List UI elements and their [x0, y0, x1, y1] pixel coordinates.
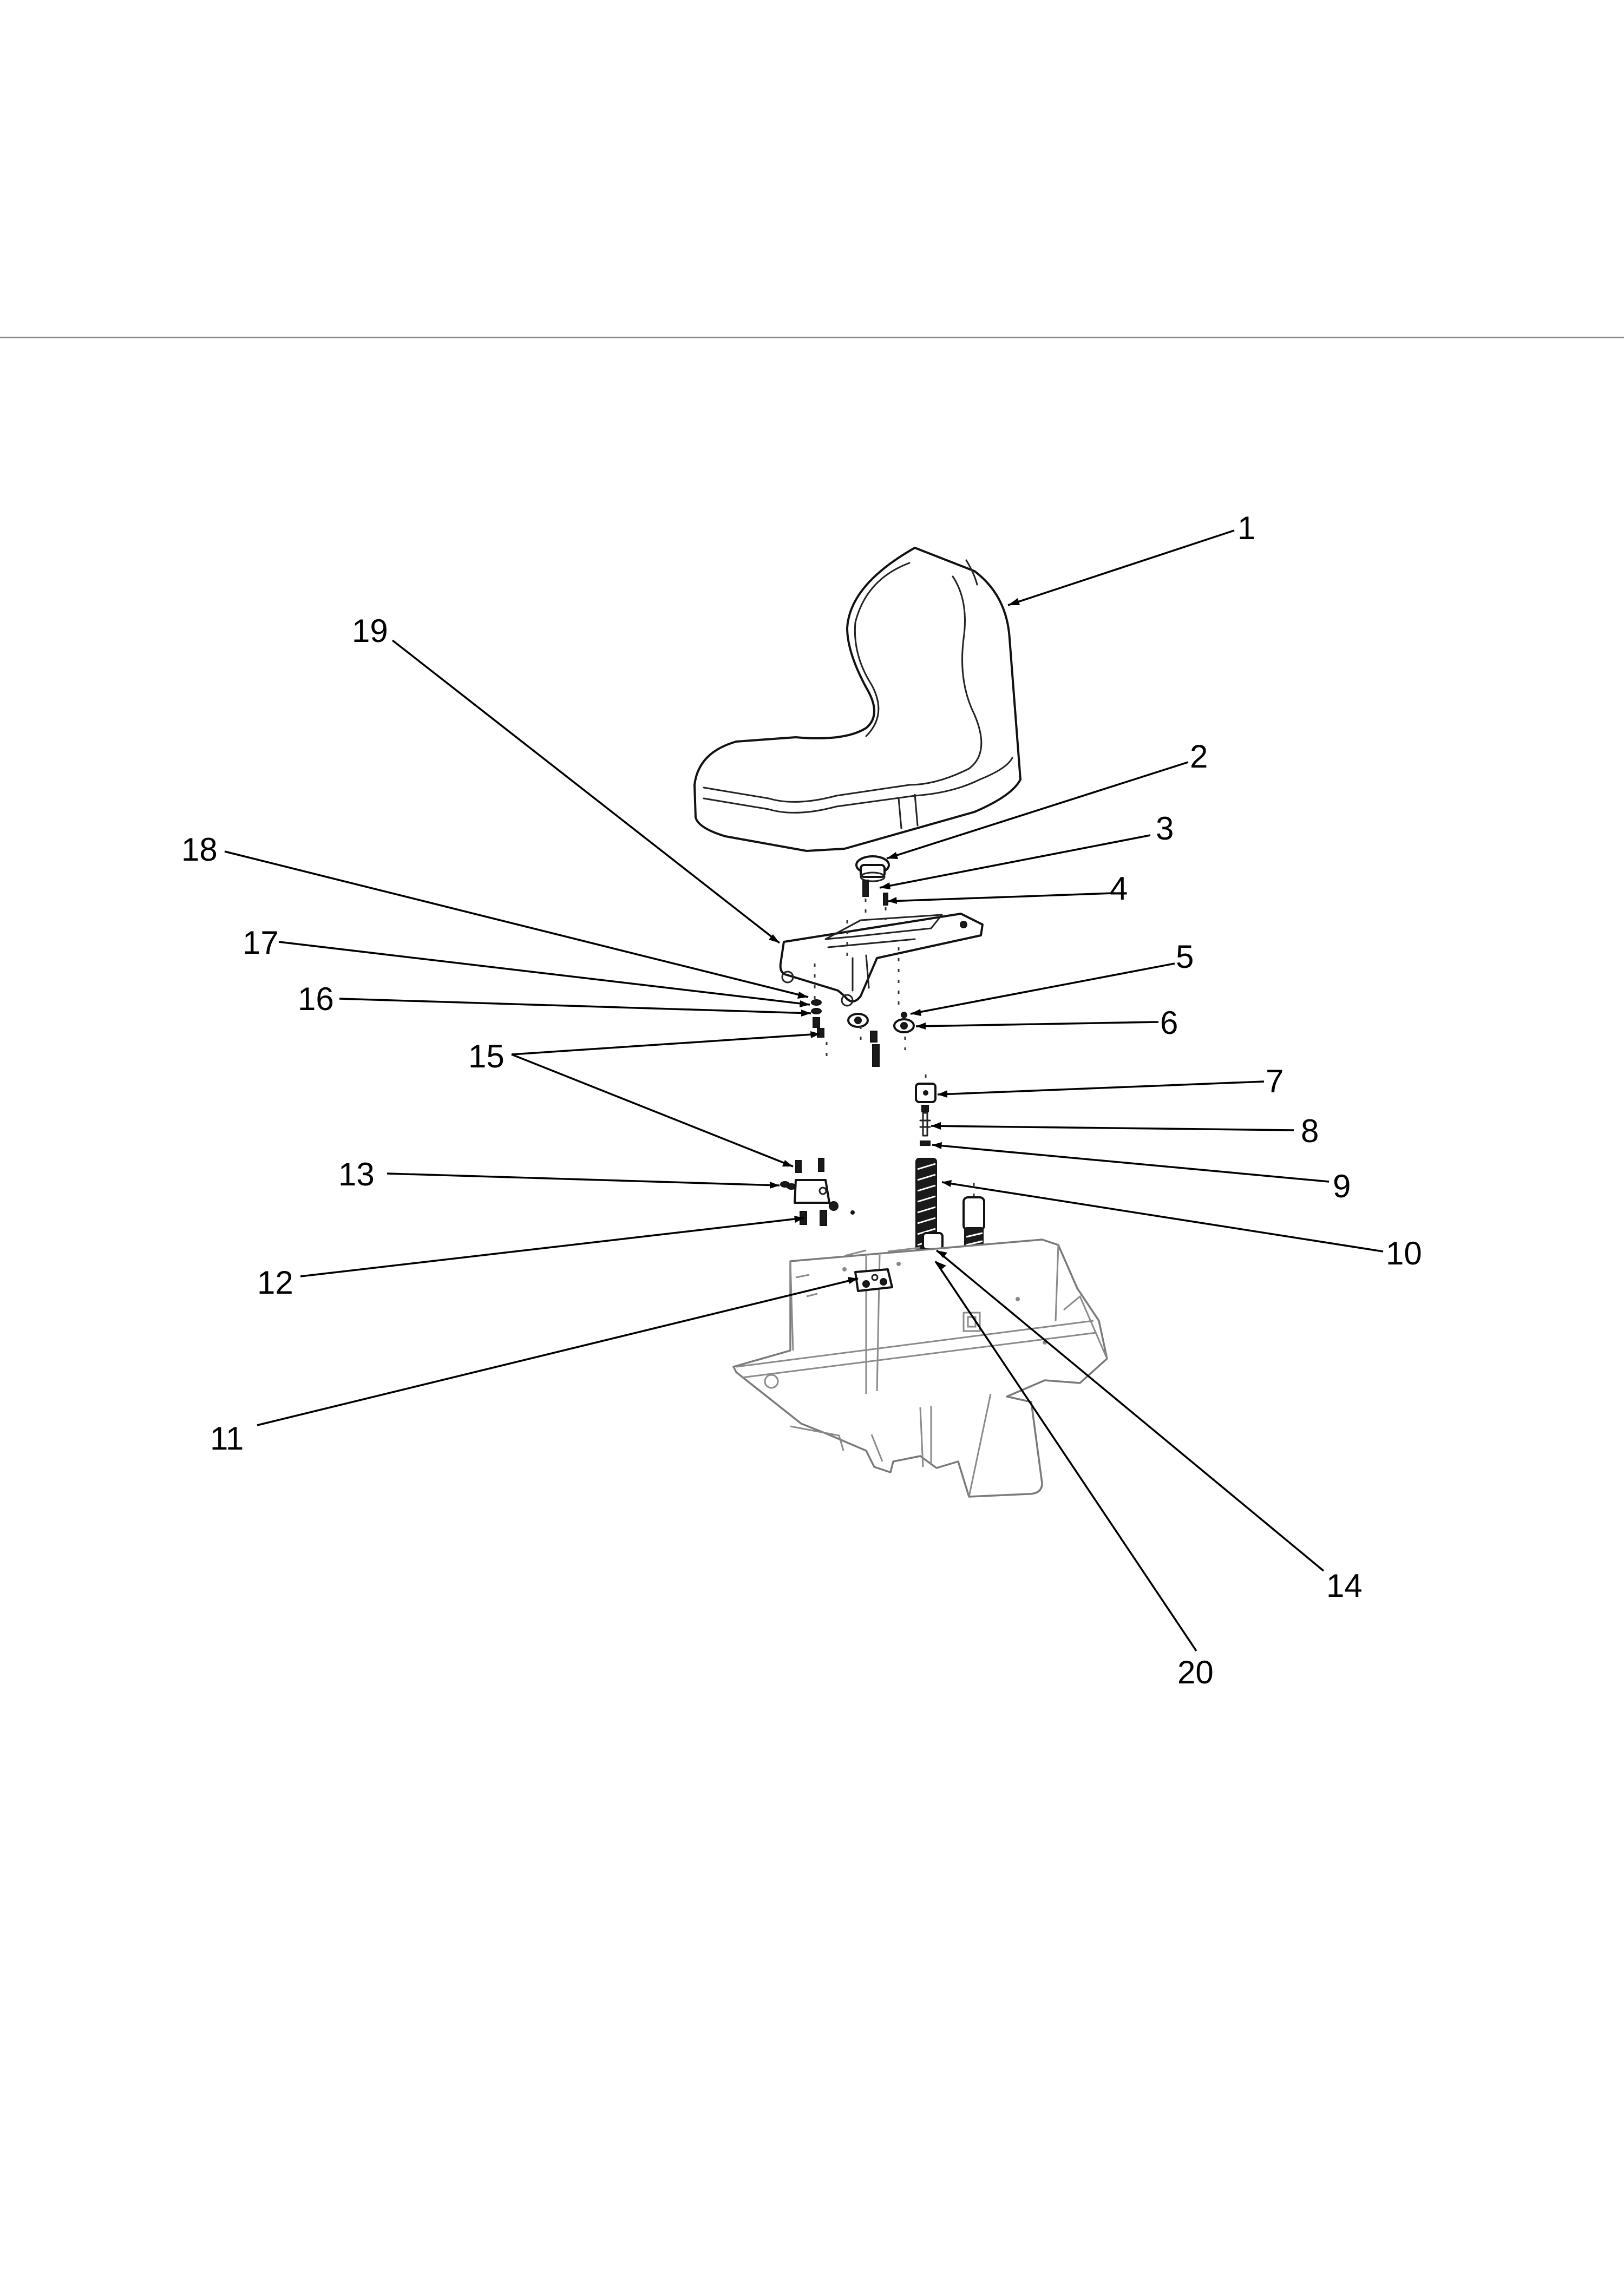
- callout-8: 8: [1301, 1113, 1319, 1149]
- callout-4: 4: [1110, 870, 1128, 907]
- callout-12: 12: [257, 1264, 293, 1301]
- callout-17: 17: [243, 925, 279, 961]
- callout-14: 14: [1326, 1568, 1363, 1604]
- seat-adjust-knob: [855, 855, 890, 882]
- callout-18: 18: [181, 831, 218, 868]
- callout-20: 20: [1177, 1654, 1214, 1690]
- knob-bolt: [862, 880, 869, 915]
- pin: [883, 893, 888, 920]
- horizontal-divider: [0, 337, 1624, 338]
- callout-9: 9: [1333, 1168, 1351, 1204]
- callout-11: 11: [210, 1420, 244, 1457]
- spring-washer: [920, 1141, 931, 1146]
- tractor-frame: [732, 1238, 1108, 1498]
- seat: [693, 547, 1021, 852]
- callout-6: 6: [1160, 1005, 1178, 1041]
- coil-spring: [915, 1158, 937, 1251]
- washer-right: [893, 1012, 915, 1050]
- callout-16: 16: [298, 981, 334, 1017]
- washer-stack-left: [811, 999, 828, 1061]
- frame-bracket: [854, 1268, 893, 1292]
- arrowheads: [769, 598, 1020, 1284]
- callout-labels: 1 2 3 4 5 6 7 8 9 10 11 12 13 14 15 16 1…: [181, 510, 1422, 1690]
- callout-7: 7: [1266, 1063, 1284, 1099]
- seat-mounting-plate: [779, 913, 984, 1007]
- callout-5: 5: [1176, 939, 1194, 975]
- callout-13: 13: [338, 1156, 375, 1192]
- washer-center: [847, 1013, 880, 1067]
- callout-3: 3: [1156, 810, 1174, 847]
- suspension-bolt: [919, 1105, 931, 1137]
- hinge-bracket: [780, 1158, 855, 1226]
- callout-19: 19: [352, 613, 388, 649]
- leader-lines: [224, 529, 1384, 1651]
- callout-10: 10: [1386, 1235, 1422, 1271]
- suspension-cap: [915, 1074, 937, 1103]
- callout-15: 15: [468, 1038, 505, 1074]
- callout-2: 2: [1190, 738, 1208, 775]
- callout-1: 1: [1237, 510, 1255, 546]
